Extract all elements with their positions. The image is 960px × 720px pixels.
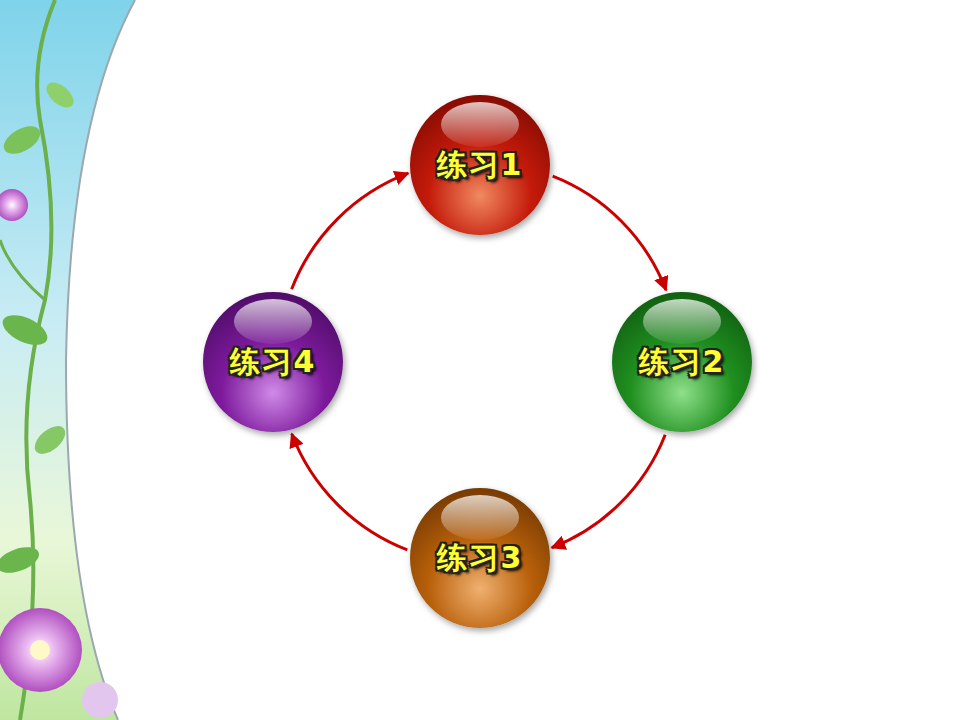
curved-arrow — [553, 176, 666, 290]
sphere-gloss — [234, 299, 312, 344]
node-label: 练习2 — [639, 342, 726, 383]
curved-arrow — [292, 173, 409, 289]
node-label: 练习3 — [437, 538, 524, 579]
sphere-gloss — [441, 495, 519, 540]
sphere-gloss — [643, 299, 721, 344]
sphere-node: 练习4 — [203, 292, 343, 432]
curved-arrow — [552, 435, 665, 548]
node-label: 练习1 — [437, 145, 524, 186]
curved-arrow — [292, 434, 408, 550]
sphere-node: 练习1 — [410, 95, 550, 235]
sphere-node: 练习3 — [410, 488, 550, 628]
sphere-node: 练习2 — [612, 292, 752, 432]
node-label: 练习4 — [230, 342, 317, 383]
sphere-gloss — [441, 102, 519, 147]
